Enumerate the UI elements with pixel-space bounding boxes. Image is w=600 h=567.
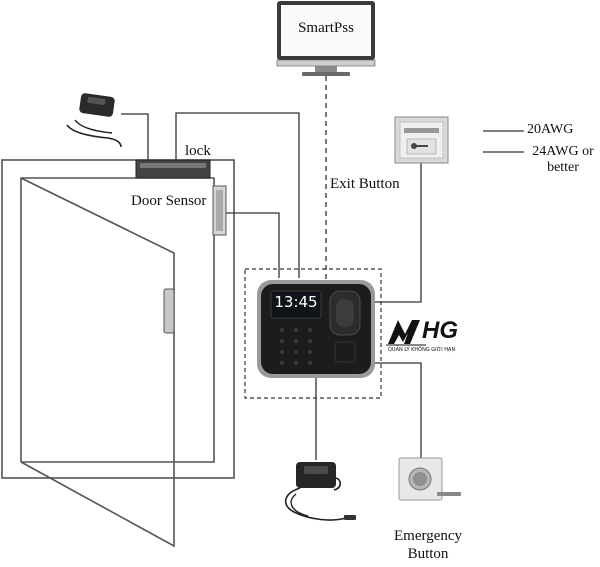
exit-button bbox=[394, 116, 449, 164]
door-leaf bbox=[20, 177, 175, 548]
controller-dashed-frame bbox=[244, 268, 382, 399]
logo-text: HG bbox=[422, 317, 458, 344]
power-adapter-top bbox=[66, 93, 122, 148]
emergency-button-label: Emergency Button bbox=[393, 528, 463, 562]
door-frame bbox=[1, 159, 235, 479]
door-handle bbox=[163, 288, 175, 334]
device-clock: 13:45 bbox=[274, 293, 318, 311]
mhg-logo bbox=[386, 320, 426, 346]
lock-label: lock bbox=[185, 143, 211, 159]
logo-tagline: QUẢN LÝ KHÔNG GIỚI HẠN bbox=[388, 347, 456, 353]
access-control-device bbox=[257, 280, 375, 378]
emergency-button bbox=[398, 457, 461, 501]
exit-button-label: Exit Button bbox=[330, 176, 400, 192]
wire-20awg-label: 20AWG bbox=[527, 122, 574, 137]
wire-24awg-label: 24AWG or better bbox=[532, 144, 594, 175]
door-sensor-label: Door Sensor bbox=[131, 193, 207, 209]
smartpss-label: SmartPss bbox=[298, 20, 354, 36]
smartpss-monitor bbox=[276, 1, 376, 76]
electric-lock bbox=[135, 159, 211, 179]
wiring bbox=[121, 112, 524, 460]
keypad bbox=[280, 328, 312, 365]
power-adapter-bottom bbox=[284, 462, 356, 521]
